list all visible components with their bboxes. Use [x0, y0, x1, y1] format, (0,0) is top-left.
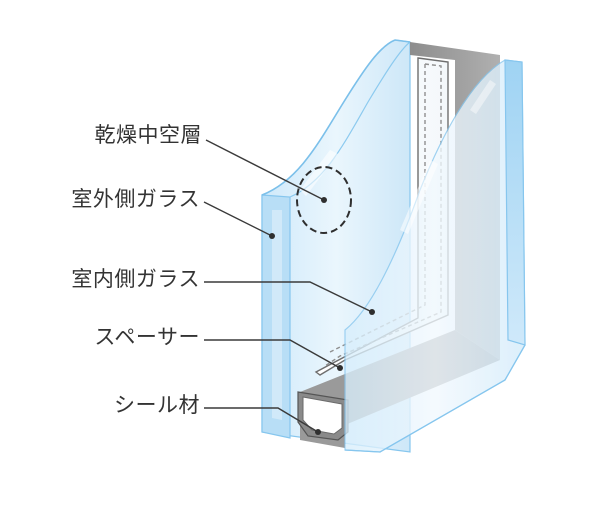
outer-glass-edge	[261, 194, 291, 439]
label-outer-glass: 室外側ガラス	[71, 187, 200, 211]
dashed-circle-icon	[296, 166, 352, 234]
label-sealant: シール材	[114, 393, 200, 417]
leader-lines	[203, 139, 375, 435]
label-dry-air-layer: 乾燥中空層	[95, 123, 203, 147]
label-spacer: スペーサー	[94, 325, 200, 349]
inner-glass-edge	[504, 59, 526, 346]
label-inner-glass: 室内側ガラス	[71, 267, 200, 291]
inner-glass-pane	[344, 59, 526, 453]
sealant-inner-white	[302, 396, 343, 435]
sealant-block	[297, 391, 349, 441]
